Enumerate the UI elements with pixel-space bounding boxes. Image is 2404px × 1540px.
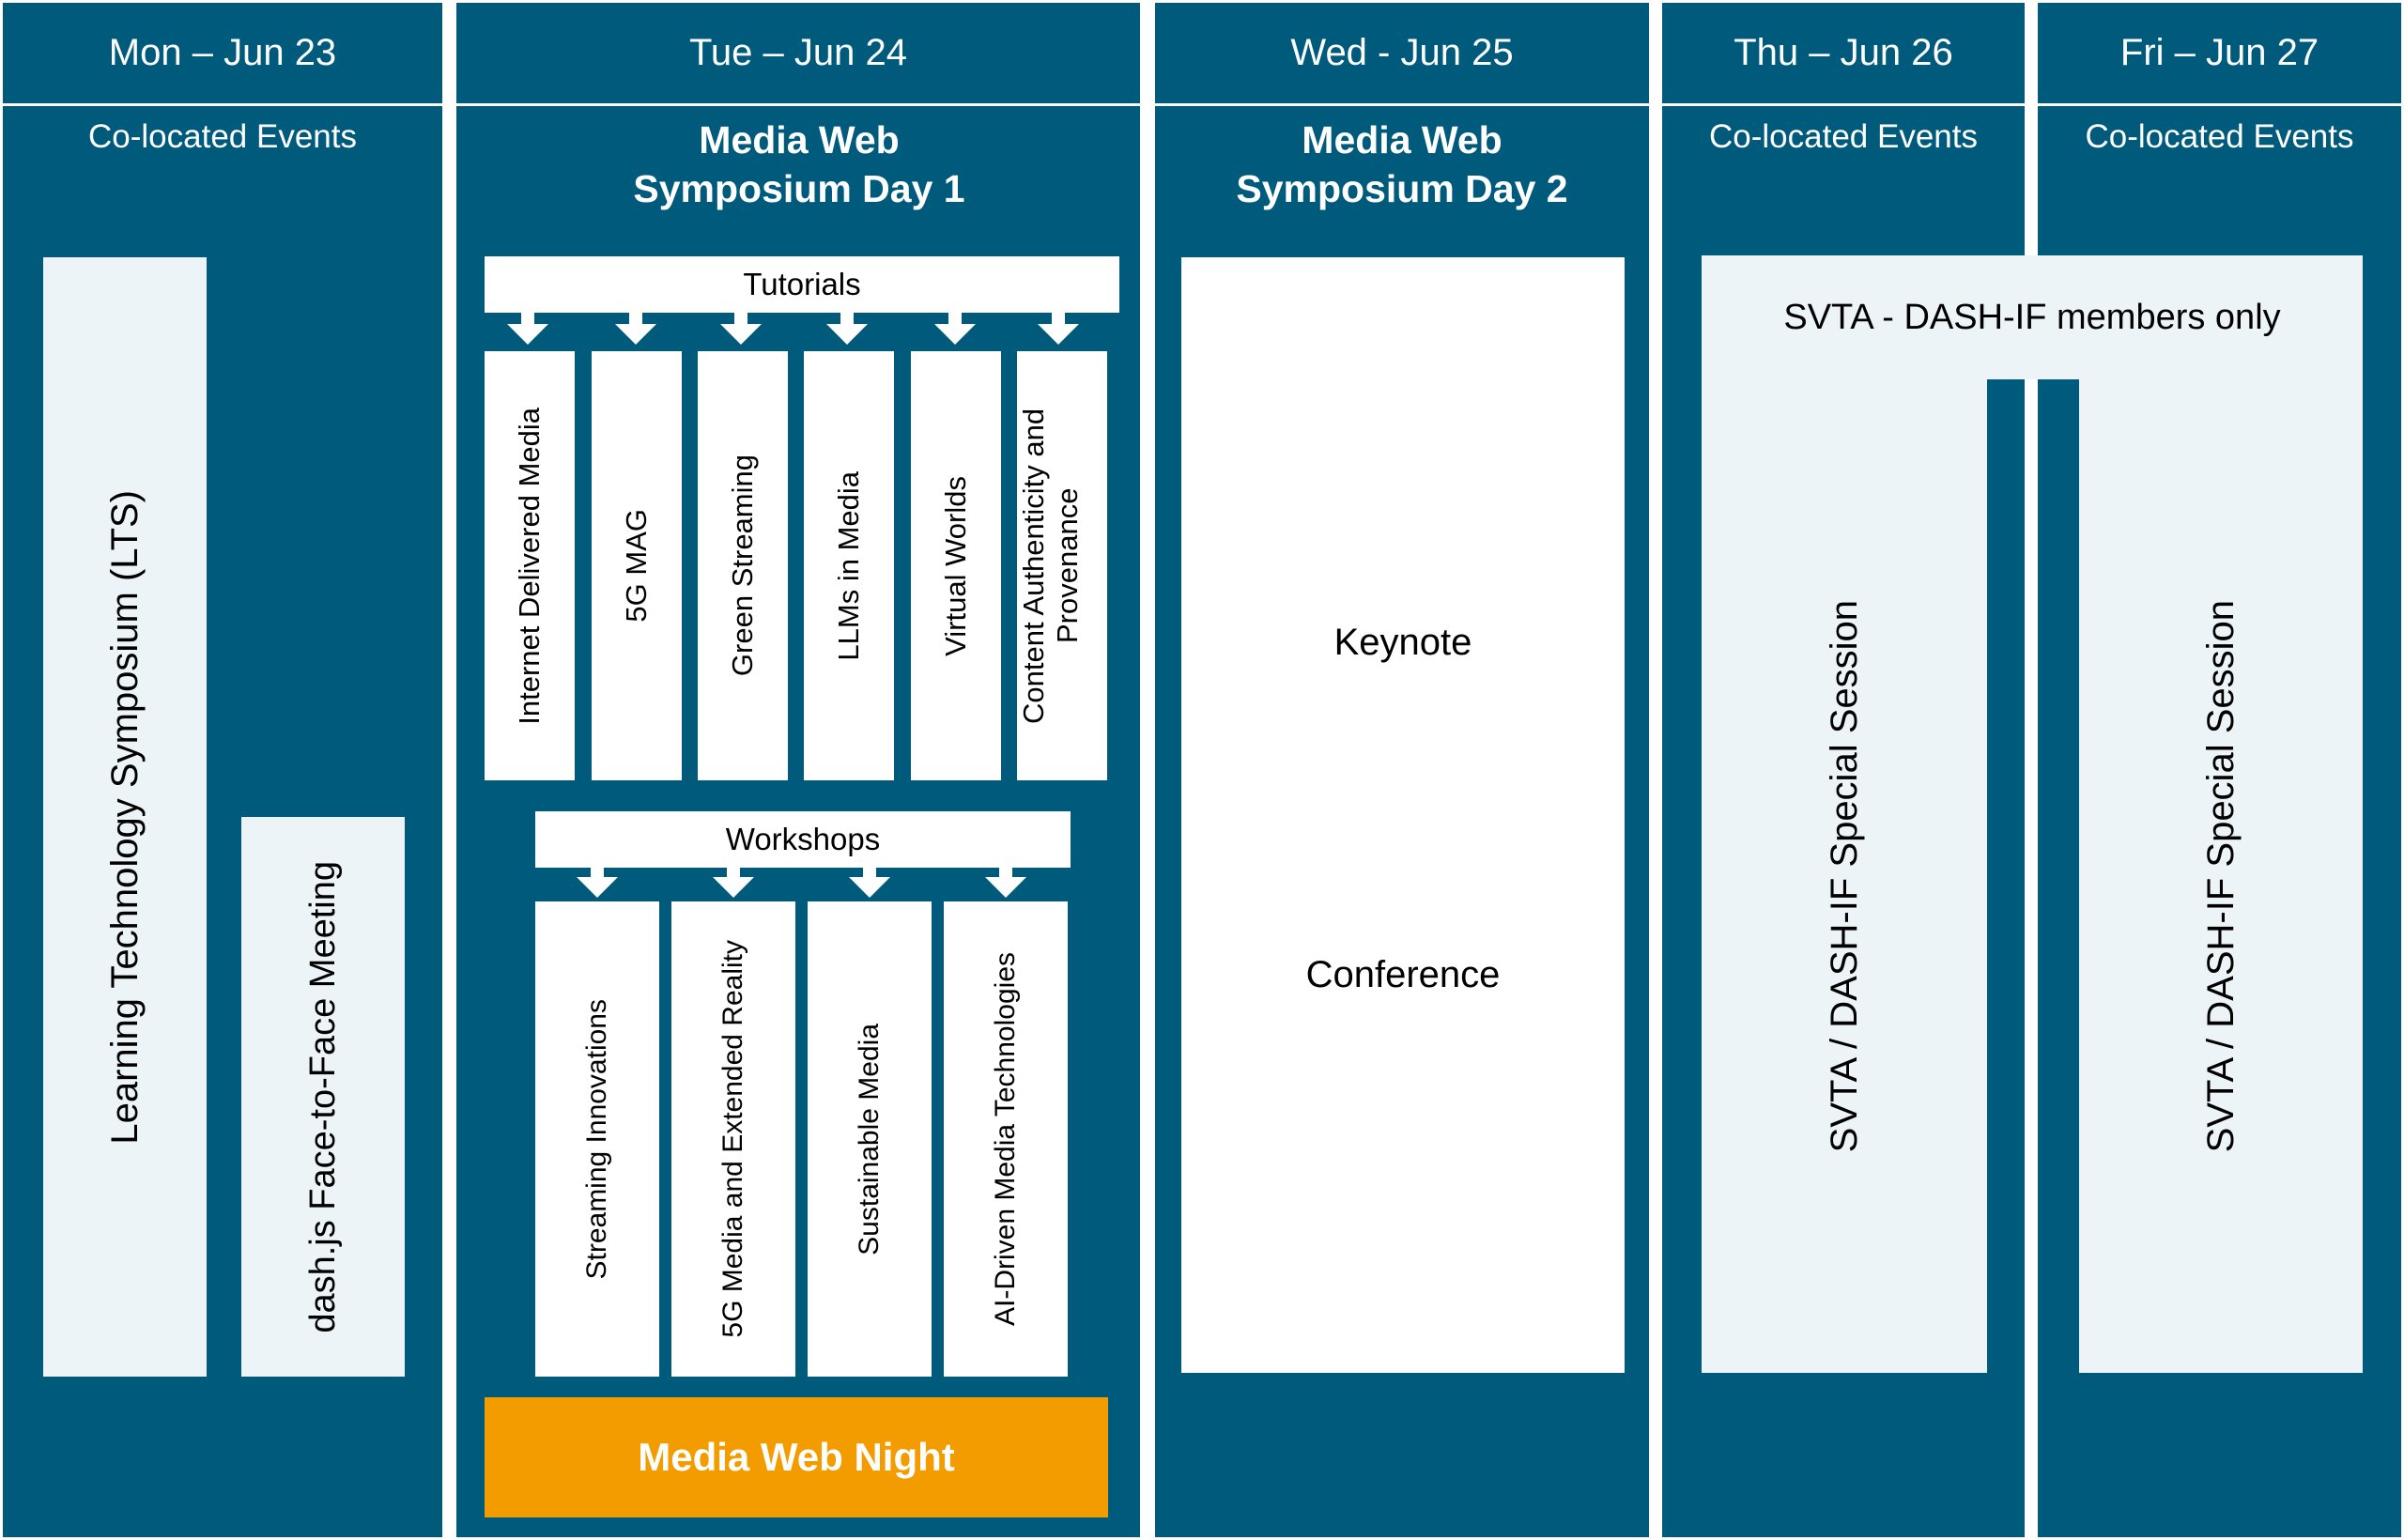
workshop-arrow-stem <box>727 868 740 879</box>
workshop-arrow-2 <box>713 877 754 898</box>
workshop-arrow-4 <box>985 877 1026 898</box>
tutorial-box-content-authenticity: Content Authenticity and Provenance <box>1017 351 1107 780</box>
tutorial-arrow-stem <box>629 313 642 326</box>
workshop-box-5g-media-xr: 5G Media and Extended Reality <box>671 901 795 1377</box>
tutorial-arrow-stem <box>734 313 747 326</box>
subtitle-wed: Media Web Symposium Day 2 <box>1236 118 1568 210</box>
workshop-box-ai-driven-media: AI-Driven Media Technologies <box>944 901 1068 1377</box>
tutorial-arrow-6 <box>1038 324 1079 345</box>
tutorial-box-5g-mag: 5G MAG <box>592 351 682 780</box>
subtitle-fri: Co-located Events <box>2085 118 2354 155</box>
subtitle-mon: Co-located Events <box>88 118 357 155</box>
tutorial-box-virtual-worlds: Virtual Worlds <box>911 351 1001 780</box>
tutorial-arrow-stem <box>840 313 854 326</box>
tutorial-box-llms-in-media: LLMs in Media <box>804 351 894 780</box>
tutorial-arrow-stem <box>521 313 534 326</box>
tutorial-label: LLMs in Media <box>832 470 865 661</box>
tutorial-arrow-4 <box>826 324 868 345</box>
workshop-box-sustainable-media: Sustainable Media <box>808 901 932 1377</box>
members-banner-bg <box>1702 255 2363 379</box>
thu-special-session-box: SVTA / DASH-IF Special Session <box>1702 379 1987 1373</box>
workshop-label: Streaming Innovations <box>581 998 612 1280</box>
tutorial-box-green-streaming: Green Streaming <box>698 351 788 780</box>
day-header-mon: Mon – Jun 23 <box>3 3 442 106</box>
workshop-arrow-stem <box>863 868 876 879</box>
workshop-label: AI-Driven Media Technologies <box>990 952 1021 1326</box>
day-header-wed: Wed - Jun 25 <box>1155 3 1649 106</box>
tutorial-arrow-stem <box>948 313 962 326</box>
tutorial-label: 5G MAG <box>620 509 653 623</box>
thu-session-label: SVTA / DASH-IF Special Session <box>1823 599 1865 1153</box>
workshop-label: 5G Media and Extended Reality <box>717 940 748 1338</box>
tutorial-arrow-5 <box>934 324 976 345</box>
workshop-arrow-1 <box>577 877 618 898</box>
subtitle-thu: Co-located Events <box>1709 118 1978 155</box>
lts-label: Learning Technology Symposium (LTS) <box>103 489 146 1145</box>
fri-session-label: SVTA / DASH-IF Special Session <box>2199 599 2242 1153</box>
keynote-conference-box: Keynote Conference <box>1181 257 1625 1373</box>
tutorial-arrow-2 <box>615 324 656 345</box>
tutorial-arrow-3 <box>720 324 762 345</box>
workshops-bar: Workshops <box>535 811 1071 868</box>
tutorial-arrow-stem <box>1052 313 1065 326</box>
day-header-tue: Tue – Jun 24 <box>456 3 1140 106</box>
workshop-label: Sustainable Media <box>854 1023 885 1255</box>
conference-label: Conference <box>1305 954 1501 995</box>
tutorial-label: Internet Delivered Media <box>513 407 546 725</box>
day-header-fri: Fri – Jun 27 <box>2038 3 2401 106</box>
media-web-night-box: Media Web Night <box>485 1397 1108 1517</box>
workshop-arrow-3 <box>849 877 890 898</box>
members-only-banner: SVTA - DASH-IF members only <box>1783 297 2281 337</box>
tutorial-box-internet-delivered-media: Internet Delivered Media <box>485 351 575 780</box>
tutorials-bar: Tutorials <box>485 256 1119 313</box>
workshop-arrow-stem <box>591 868 604 879</box>
dashjs-box: dash.js Face-to-Face Meeting <box>241 817 405 1377</box>
lts-box: Learning Technology Symposium (LTS) <box>43 257 207 1377</box>
day-header-thu: Thu – Jun 26 <box>1662 3 2025 106</box>
dashjs-label: dash.js Face-to-Face Meeting <box>302 860 343 1333</box>
tutorial-label: Green Streaming <box>726 454 759 677</box>
tutorial-label: Content Authenticity and Provenance <box>1017 408 1084 724</box>
keynote-label: Keynote <box>1333 622 1472 663</box>
tutorial-arrow-1 <box>507 324 548 345</box>
workshop-arrow-stem <box>999 868 1012 879</box>
subtitle-tue: Media Web Symposium Day 1 <box>633 118 965 210</box>
fri-special-session-box: SVTA / DASH-IF Special Session <box>2079 379 2363 1373</box>
workshop-box-streaming-innovations: Streaming Innovations <box>535 901 659 1377</box>
tutorial-label: Virtual Worlds <box>939 475 972 656</box>
